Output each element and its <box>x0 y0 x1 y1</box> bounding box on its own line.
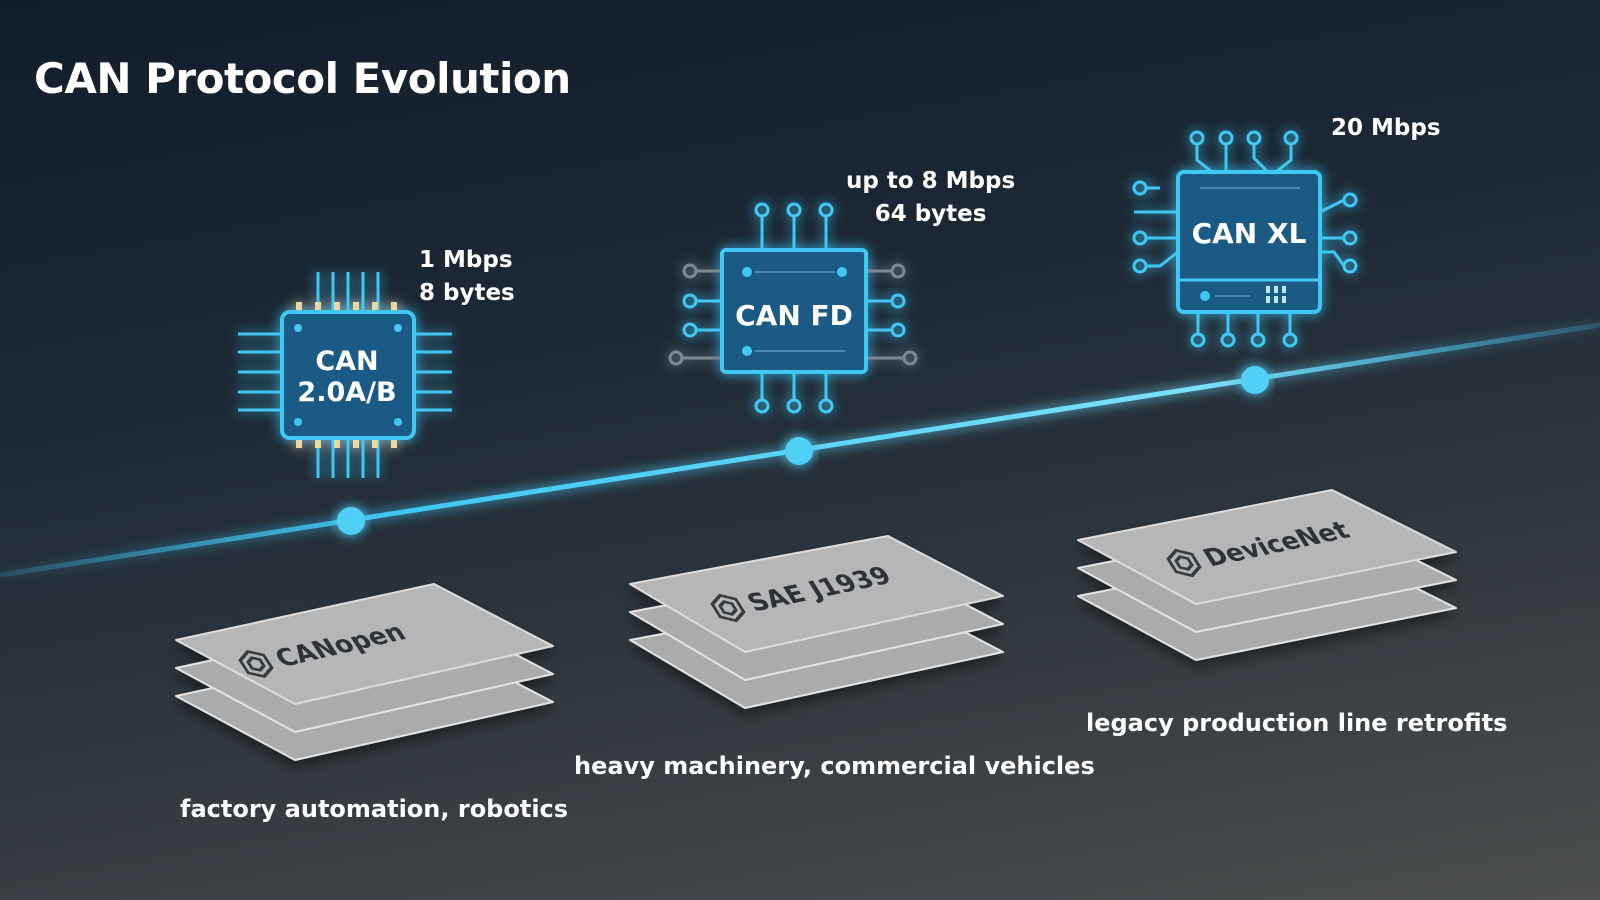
spec-can-xl: 20 Mbps <box>1331 112 1441 145</box>
hexagon-logo-icon <box>710 593 746 623</box>
timeline <box>0 322 1600 578</box>
timeline-node-2 <box>785 437 813 465</box>
use-case-can-2-0: factory automation, robotics <box>180 795 569 823</box>
use-case-can-xl: legacy production line retrofits <box>1086 709 1508 737</box>
hexagon-logo-icon <box>1166 548 1202 578</box>
spec-bitrate: 1 Mbps <box>419 247 513 273</box>
chip-can-xl <box>1132 130 1358 348</box>
spec-payload: 64 bytes <box>874 201 987 227</box>
spec-payload: 8 bytes <box>419 280 515 306</box>
chip-label-can-xl: CAN XL <box>1192 217 1307 250</box>
spec-bitrate: 20 Mbps <box>1331 115 1441 141</box>
spec-can-2-0: 1 Mbps 8 bytes <box>419 244 515 310</box>
spec-can-fd: up to 8 Mbps 64 bytes <box>846 165 1015 231</box>
use-case-can-fd: heavy machinery, commercial vehicles <box>574 752 1095 780</box>
card-stack-devicenet <box>1077 489 1457 661</box>
chip-label-can-fd: CAN FD <box>735 299 853 332</box>
chip-can-fd <box>668 202 918 414</box>
chip-label-can-2-0-line1: CAN <box>315 346 378 377</box>
timeline-node-3 <box>1241 366 1269 394</box>
chip-can-2-0 <box>238 272 452 478</box>
card-stack-sae-j1939 <box>629 535 1004 709</box>
page-title: CAN Protocol Evolution <box>34 54 571 103</box>
chip-label-can-2-0-line2: 2.0A/B <box>297 377 396 408</box>
hexagon-logo-icon <box>238 649 274 679</box>
card-stack-canopen <box>175 583 554 761</box>
spec-bitrate: up to 8 Mbps <box>846 168 1016 194</box>
timeline-node-1 <box>337 507 365 535</box>
